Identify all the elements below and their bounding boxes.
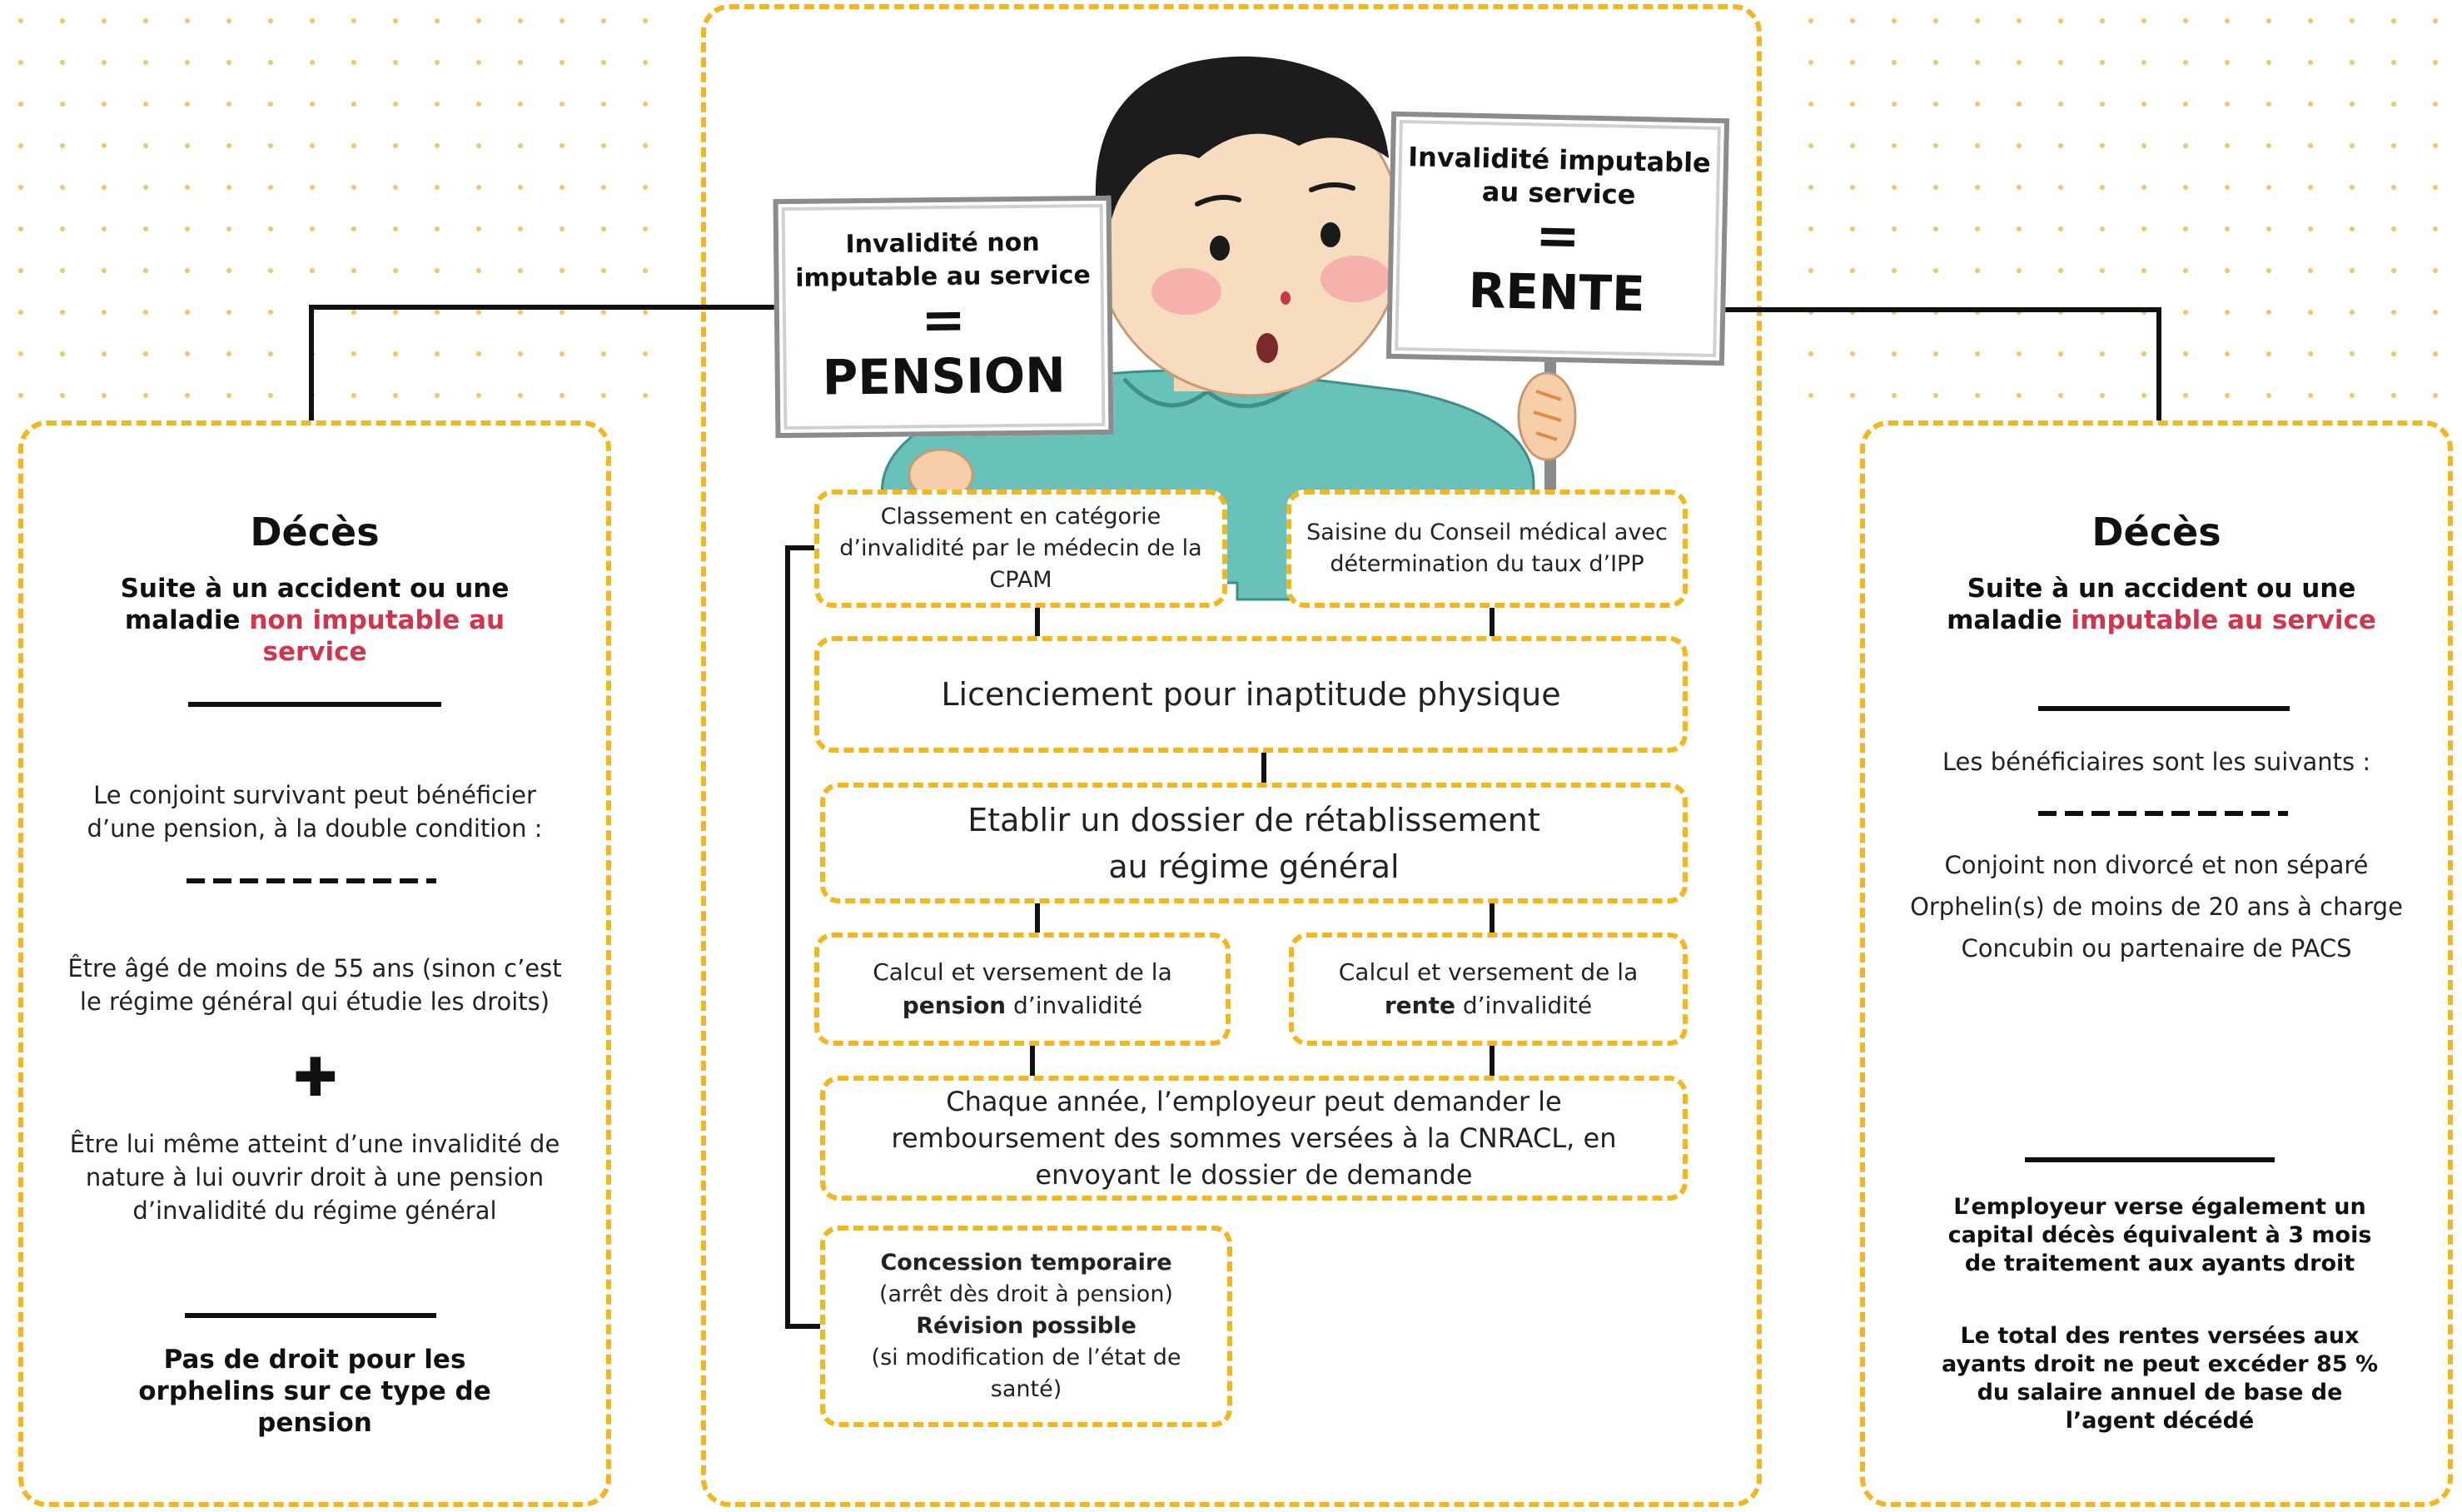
right-subtitle: Suite à un accident ou une maladie imput… (1940, 573, 2383, 636)
right-title: Décès (2091, 510, 2221, 555)
box-licenciement: Licenciement pour inaptitude physique (814, 636, 1688, 753)
right-divider-bottom (2025, 1157, 2275, 1162)
concession-text: (arrêt dès droit à pension) (879, 1281, 1173, 1307)
box-remboursement-cnracl: Chaque année, l’employeur peut demander … (820, 1076, 1688, 1201)
left-divider-top (188, 702, 441, 707)
left-divider-bottom (185, 1313, 436, 1318)
box-licenciement-text: Licenciement pour inaptitude physique (941, 676, 1561, 713)
right-intro: Les bénéficiaires sont les suivants : (1942, 748, 2371, 776)
box-saisine-conseil-text: Saisine du Conseil médical avec détermin… (1306, 520, 1668, 577)
right-note-capital-deces: L’employeur verse également un capital d… (1947, 1194, 2372, 1276)
sign-pension-equals: = (920, 289, 967, 352)
box-cnracl-text: Chaque année, l’employeur peut demander … (891, 1086, 1617, 1191)
box-dossier-text: Etablir un dossier de rétablissement au … (967, 801, 1540, 885)
left-subtitle-accent: non imputable au service (249, 605, 505, 667)
box-versement-rente-line2: rente d’invalidité (1385, 989, 1592, 1022)
right-note-plafond-rentes: Le total des rentes versées aux ayants d… (1941, 1323, 2379, 1434)
box-dossier-regime-general: Etablir un dossier de rétablissement au … (820, 783, 1688, 903)
box-versement-pension-post: d’invalidité (1006, 992, 1143, 1019)
left-panel (18, 420, 611, 1507)
box-versement-rente-strong: rente (1384, 992, 1455, 1019)
box-versement-rente-post: d’invalidité (1455, 992, 1593, 1019)
right-panel (1860, 420, 2453, 1507)
box-classement-cpam: Classement en catégorie d’invalidité par… (814, 490, 1227, 608)
sign-rente-line1: Invalidité imputable (1407, 141, 1712, 179)
left-intro: Le conjoint survivant peut bénéficier d’… (87, 781, 543, 843)
beneficiary-orphelins: Orphelin(s) de moins de 20 ans à charge (1910, 893, 2403, 921)
box-versement-rente-pre: Calcul et versement de la (1338, 958, 1639, 986)
left-subtitle-pre: Suite à un accident ou une maladie (120, 574, 510, 635)
left-condition-age: Être âgé de moins de 55 ans (sinon c’est… (67, 954, 562, 1016)
revision-text: (si modification de l’état de santé) (871, 1345, 1181, 1402)
right-subtitle-accent: imputable au service (2071, 605, 2376, 635)
sign-pension-word: PENSION (822, 346, 1067, 406)
revision-title: Révision possible (916, 1313, 1136, 1339)
box-versement-pension: Calcul et versement de la pension d’inva… (814, 933, 1231, 1046)
sign-rente: Invalidité imputable au service = RENTE (1385, 111, 1730, 366)
left-dashed-divider (187, 878, 436, 883)
sign-pension-line1: Invalidité non (845, 227, 1040, 260)
left-title: Décès (250, 510, 380, 555)
left-subtitle: Suite à un accident ou une maladie non i… (108, 573, 521, 668)
sign-rente-word: RENTE (1467, 261, 1646, 323)
concession-title: Concession temporaire (880, 1250, 1172, 1276)
plus-icon: ✚ (293, 1047, 338, 1107)
box-concession-temporaire: Concession temporaire (arrêt dès droit à… (820, 1226, 1232, 1427)
sign-pension: Invalidité non imputable au service = PE… (773, 195, 1114, 439)
beneficiary-conjoint: Conjoint non divorcé et non séparé (1944, 851, 2369, 879)
box-versement-pension-line2: pension d’invalidité (903, 989, 1143, 1022)
sign-rente-equals: = (1534, 205, 1581, 268)
left-condition-invalidite: Être lui même atteint d’une invalidité d… (69, 1130, 560, 1225)
right-divider-top (2038, 706, 2290, 711)
box-versement-rente: Calcul et versement de la rente d’invali… (1289, 933, 1688, 1046)
box-versement-pension-strong: pension (902, 992, 1007, 1019)
right-subtitle-pre: Suite à un accident ou une maladie (1947, 574, 2356, 635)
left-footer: Pas de droit pour les orphelins sur ce t… (138, 1345, 491, 1438)
box-versement-pension-pre: Calcul et versement de la (873, 958, 1172, 986)
box-saisine-conseil: Saisine du Conseil médical avec détermin… (1286, 490, 1688, 608)
beneficiary-concubin: Concubin ou partenaire de PACS (1961, 934, 2352, 962)
right-dashed-divider (2038, 811, 2288, 816)
box-classement-cpam-text: Classement en catégorie d’invalidité par… (839, 504, 1202, 593)
